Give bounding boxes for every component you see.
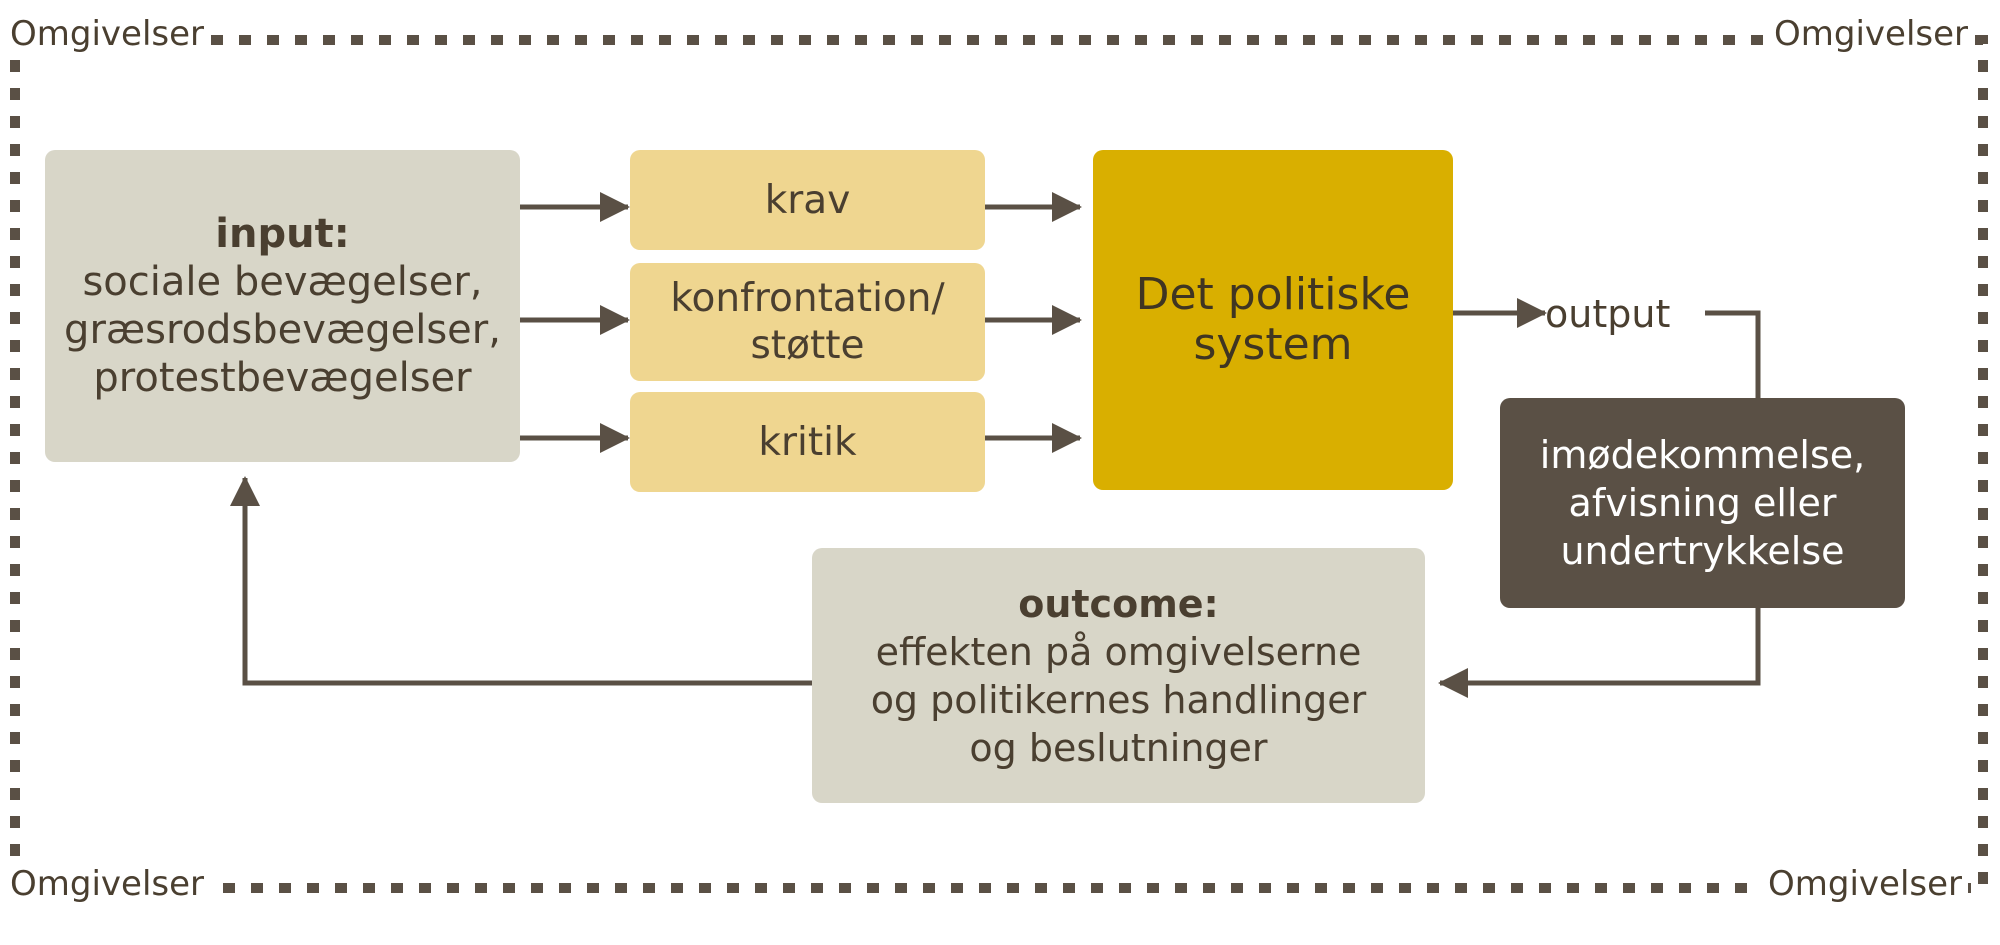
arrow-result-to-outcome <box>1438 608 1761 698</box>
input-box: input: sociale bevægelser, græsrodsbevæg… <box>45 150 520 462</box>
input-line: protestbevægelser <box>93 355 472 401</box>
konfrontation-label-line1: konfrontation/ <box>670 276 945 321</box>
krav-label: krav <box>764 177 851 223</box>
environment-frame <box>10 35 1988 893</box>
outcome-box: outcome: effekten på omgivelserne og pol… <box>812 548 1425 803</box>
arrow-outcome-to-input <box>230 476 812 686</box>
corner-label-top-right: Omgivelser <box>1768 14 1975 54</box>
krav-box: krav <box>630 150 985 250</box>
kritik-label: kritik <box>758 419 857 465</box>
result-line: afvisning eller <box>1568 481 1837 525</box>
outcome-line: og beslutninger <box>969 725 1268 770</box>
kritik-box: kritik <box>630 392 985 492</box>
system-label-line1: Det politiske <box>1135 269 1411 320</box>
connector-output-to-result <box>1705 310 1761 398</box>
input-heading: input: <box>215 211 350 257</box>
corner-label-bottom-right: Omgivelser <box>1762 864 1969 904</box>
corner-label-top-left: Omgivelser <box>4 14 211 54</box>
output-label: output <box>1545 292 1671 336</box>
corner-label-bottom-left: Omgivelser <box>4 864 211 904</box>
result-line: undertrykkelse <box>1560 529 1845 573</box>
konfrontation-box: konfrontation/ støtte <box>630 263 985 381</box>
result-line: imødekommelse, <box>1539 433 1866 477</box>
result-box: imødekommelse, afvisning eller undertryk… <box>1500 398 1905 608</box>
outcome-heading: outcome: <box>1018 581 1219 626</box>
konfrontation-label-line2: støtte <box>750 323 865 368</box>
input-line: græsrodsbevægelser, <box>64 307 501 353</box>
outcome-line: og politikernes handlinger <box>870 677 1367 722</box>
political-system-box: Det politiske system <box>1093 150 1453 490</box>
outcome-line: effekten på omgivelserne <box>875 629 1362 674</box>
system-label-line2: system <box>1193 319 1353 370</box>
input-line: sociale bevægelser, <box>82 259 483 305</box>
